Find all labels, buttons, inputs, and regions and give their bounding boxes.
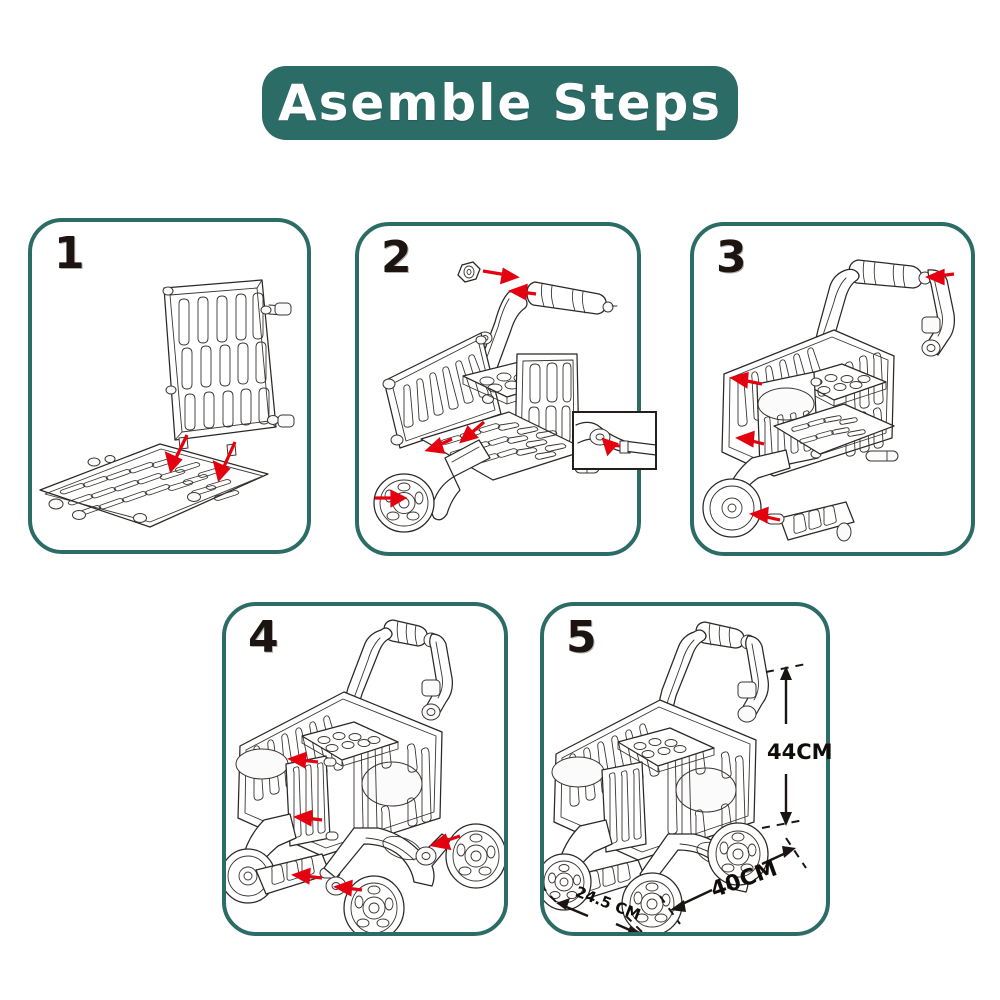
step-number-4: 4	[248, 612, 279, 663]
dimension-guides	[544, 663, 807, 932]
step-panel-2: 2	[355, 222, 657, 556]
step-panel-1: 1	[28, 218, 311, 554]
assembly-arrow	[287, 751, 461, 897]
assembly-arrow	[164, 434, 237, 483]
step-3-illustration	[694, 226, 971, 552]
title-badge: Asemble Steps	[262, 66, 738, 140]
dimension-height-label: 44CM	[767, 740, 833, 764]
step-number-2: 2	[381, 232, 412, 283]
assembly-arrow	[729, 268, 955, 524]
step-panel-4: 4	[222, 602, 508, 936]
step-5-illustration	[544, 606, 826, 932]
step-panel-5: 5	[540, 602, 830, 936]
assembly-arrow	[375, 267, 537, 508]
page-title: Asemble Steps	[277, 74, 723, 132]
step-panel-3: 3	[690, 222, 975, 556]
step-number-5: 5	[566, 612, 597, 663]
step-number-1: 1	[54, 228, 85, 279]
step-4-illustration	[226, 606, 504, 932]
step-1-illustration	[32, 222, 307, 550]
step-2-detail-inset	[572, 411, 657, 470]
step-2-illustration	[359, 226, 637, 552]
step-number-3: 3	[716, 232, 747, 283]
